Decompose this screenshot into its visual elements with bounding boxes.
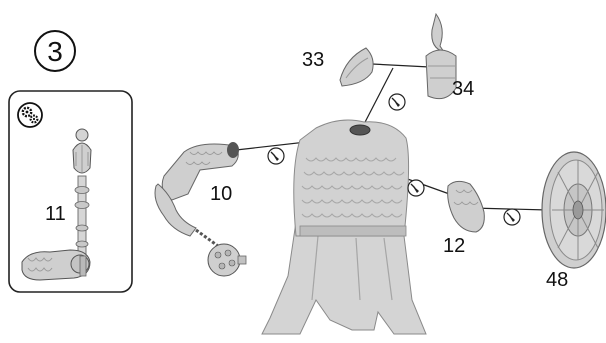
glue-icon	[504, 209, 520, 225]
figure-body	[262, 120, 426, 334]
part-label-34: 34	[452, 78, 474, 100]
glue-icon	[389, 94, 405, 110]
step-badge: 3	[35, 31, 75, 71]
part-label-12: 12	[443, 235, 465, 257]
part-label-11: 11	[45, 203, 66, 225]
part-12-hand	[448, 181, 485, 232]
glue-icon	[408, 180, 424, 196]
part-label-33: 33	[302, 49, 324, 71]
glue-icon	[268, 148, 284, 164]
part-label-10: 10	[210, 183, 232, 205]
step-number: 3	[47, 36, 63, 67]
part-33-helmet-cap	[340, 48, 373, 86]
sub-assembly-box: 11	[9, 91, 132, 292]
part-10-arm-with-mace	[155, 142, 246, 276]
part-label-48: 48	[546, 269, 568, 291]
part-48-shield	[542, 152, 606, 268]
gears-icon	[18, 103, 42, 127]
